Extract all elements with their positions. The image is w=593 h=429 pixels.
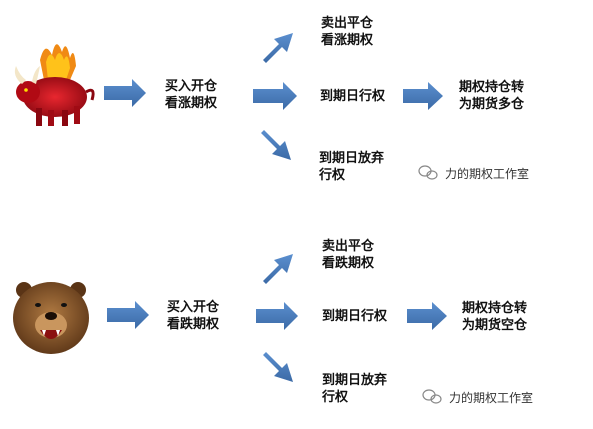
bear-icon xyxy=(13,282,89,354)
bull-start-label: 买入开仓看涨期权 xyxy=(165,79,218,111)
arrow-down-right xyxy=(261,130,291,160)
bull-result-label: 期权持仓转为期货多仓 xyxy=(459,80,525,112)
watermark-icon xyxy=(418,165,438,180)
arrow-up-right xyxy=(263,254,293,284)
bull-exercise-label: 到期日行权 xyxy=(320,89,386,104)
arrow-right-3 xyxy=(407,302,447,330)
arrow-right-1 xyxy=(107,301,149,329)
bear-close-label: 卖出平仓看跌期权 xyxy=(322,239,375,271)
bear-exercise-label: 到期日行权 xyxy=(322,309,388,324)
bear-result-label: 期权持仓转为期货空仓 xyxy=(462,301,528,333)
bull-icon xyxy=(14,44,95,126)
arrow-right-1 xyxy=(104,79,146,107)
arrow-right-3 xyxy=(403,82,443,110)
arrow-up-right xyxy=(263,33,293,63)
bull-arrows xyxy=(104,33,443,160)
watermark-text: 力的期权工作室 xyxy=(445,167,530,181)
bull-abandon-label: 到期日放弃行权 xyxy=(319,151,385,183)
bear-arrows xyxy=(107,254,447,382)
bear-abandon-label: 到期日放弃行权 xyxy=(322,373,388,405)
arrow-right-2 xyxy=(253,82,297,110)
arrow-right-2 xyxy=(256,302,298,330)
bear-start-label: 买入开仓看跌期权 xyxy=(167,300,220,332)
watermark-text: 力的期权工作室 xyxy=(449,391,534,405)
arrow-down-right xyxy=(263,352,293,382)
bull-close-label: 卖出平仓看涨期权 xyxy=(321,16,374,48)
watermark-icon xyxy=(422,389,442,404)
